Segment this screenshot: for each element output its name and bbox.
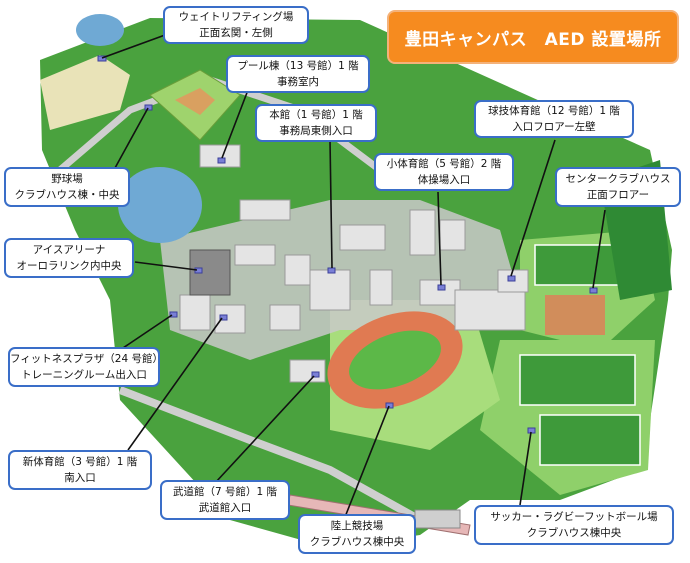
aed-marker (385, 402, 394, 409)
callout-line-2: クラブハウス棟中央 (309, 536, 405, 548)
callout-line-1: フィットネスプラザ（24 号館） (10, 353, 160, 365)
callout-line-2: 事務局東側入口 (279, 125, 353, 137)
callout-line-2: 体操場入口 (417, 174, 471, 186)
aed-marker (97, 55, 107, 62)
sports-field (534, 244, 621, 286)
building (369, 269, 393, 306)
aed-marker (507, 275, 516, 282)
callout-line-2: クラブハウス棟・中央 (14, 189, 120, 201)
callout-newgym: 新体育館（3 号館）1 階 南入口 (8, 450, 152, 490)
pond (76, 14, 124, 46)
callout-line-1: センタークラブハウス (565, 173, 671, 185)
callout-line-1: サッカー・ラグビーフットボール場 (490, 511, 658, 523)
callout-line-2: トレーニングルーム出入口 (21, 369, 147, 381)
callout-soccer: サッカー・ラグビーフットボール場 クラブハウス棟中央 (474, 505, 674, 545)
leader-line (127, 317, 223, 451)
aed-marker (327, 267, 336, 274)
building (284, 254, 311, 286)
leader-line (344, 405, 390, 518)
callout-line-1: 武道館（7 号館）1 階 (172, 486, 278, 498)
station (414, 509, 461, 529)
callout-line-2: 南入口 (64, 472, 96, 484)
callout-ballgym: 球技体育館（12 号館）1 階 入口フロアー左壁 (474, 100, 634, 138)
leader-line (119, 314, 173, 351)
callout-line-2: クラブハウス棟中央 (526, 527, 622, 539)
building (419, 279, 461, 306)
callout-baseball: 野球場 クラブハウス棟・中央 (4, 167, 130, 207)
aed-marker (169, 311, 178, 318)
leader-line (329, 139, 333, 269)
callout-line-2: 武道館入口 (198, 502, 252, 514)
building (239, 199, 291, 221)
building (199, 144, 241, 168)
aed-marker (437, 284, 446, 291)
leader-line (592, 209, 606, 289)
callout-line-1: プール棟（13 号館）1 階 (237, 60, 359, 72)
building (309, 269, 351, 311)
callout-line-2: 正面玄関・左側 (199, 27, 273, 39)
building (454, 289, 526, 331)
callout-weightlifting: ウェイトリフティング場 正面玄関・左側 (163, 6, 309, 44)
callout-line-1: 球技体育館（12 号館）1 階 (488, 105, 620, 117)
callout-pool: プール棟（13 号館）1 階 事務室内 (226, 55, 370, 93)
callout-line-1: 陸上競技場 (330, 520, 384, 532)
callout-line-1: 新体育館（3 号館）1 階 (22, 456, 138, 468)
road (118, 386, 422, 524)
leader-line (114, 107, 149, 169)
aed-marker (589, 287, 598, 294)
building (409, 209, 436, 256)
leader-line (519, 431, 532, 506)
building (179, 294, 211, 331)
leader-lines (101, 34, 606, 518)
callout-line-1: ウェイトリフティング場 (178, 11, 294, 23)
pond (118, 167, 202, 243)
soccer-field (539, 414, 641, 466)
callout-budo: 武道館（7 号館）1 階 武道館入口 (160, 480, 290, 520)
leader-line (134, 261, 198, 271)
callout-centerclub: センタークラブハウス 正面フロアー (555, 167, 681, 207)
leader-line (101, 34, 166, 59)
callout-fitness: フィットネスプラザ（24 号館） トレーニングルーム出入口 (8, 347, 160, 387)
callout-athletics: 陸上競技場 クラブハウス棟中央 (298, 514, 416, 554)
callout-smallgym: 小体育館（5 号館）2 階 体操場入口 (374, 153, 514, 191)
callout-line-2: 正面フロアー (586, 189, 650, 201)
building (439, 219, 466, 251)
callout-line-1: 野球場 (51, 173, 83, 185)
leader-line (221, 89, 249, 159)
aed-marker (217, 157, 226, 164)
tennis-courts (545, 295, 605, 335)
baseball-infield (175, 88, 215, 115)
callout-line-1: 本館（1 号館）1 階 (269, 109, 363, 121)
court-area (40, 55, 130, 130)
callout-line-1: アイスアリーナ (32, 244, 106, 256)
leader-line (214, 375, 315, 484)
callout-main: 本館（1 号館）1 階 事務局東側入口 (255, 104, 377, 142)
building (269, 304, 301, 331)
athletics-infield (349, 330, 441, 390)
aed-marker (144, 104, 153, 111)
callout-icearena: アイスアリーナ オーロラリンク内中央 (4, 238, 134, 278)
leader-line (510, 139, 556, 277)
soccer-field (519, 354, 636, 406)
callout-line-1: 小体育館（5 号館）2 階 (386, 158, 502, 170)
callout-line-2: 事務室内 (277, 76, 319, 88)
building (234, 244, 276, 266)
leader-line (437, 191, 442, 286)
aed-marker (219, 314, 228, 321)
building (339, 224, 386, 251)
map-title: 豊田キャンパス AED 設置場所 (387, 10, 679, 64)
callout-line-2: 入口フロアー左壁 (512, 121, 596, 133)
callout-line-2: オーロラリンク内中央 (16, 260, 122, 272)
building (289, 359, 326, 383)
aed-marker (311, 371, 320, 378)
